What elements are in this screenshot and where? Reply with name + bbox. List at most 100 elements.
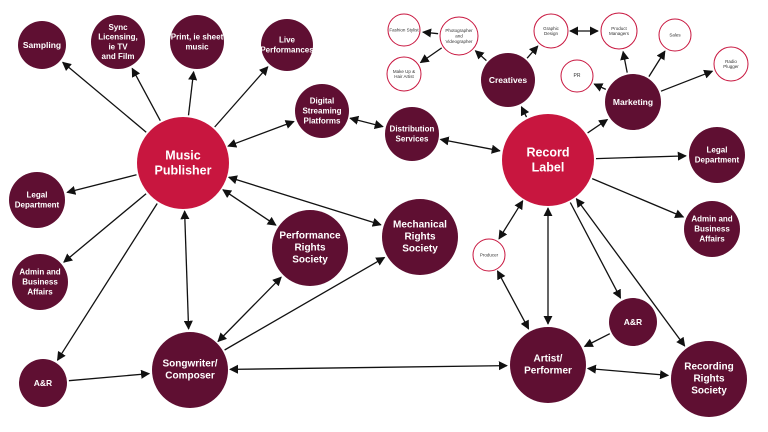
edge-label-ar-label [569,202,622,299]
node-pro-label: Rights [294,243,326,254]
node-legal-pub-label: Department [15,200,60,209]
node-recording-label: Rights [693,374,725,385]
node-sampling: Sampling [18,21,66,69]
node-ar-label-label: A&R [624,317,642,327]
node-fashion-circle [387,13,421,47]
node-dsp-label: Digital [310,97,334,106]
node-dsp-label: Platforms [304,116,341,125]
node-publisher-label: Music [165,148,200,162]
edge-publisher-live [214,66,269,128]
node-pro-label: Society [292,255,328,266]
node-sampling-label: Sampling [23,40,61,50]
node-recording-circle [671,341,747,417]
node-mechanical-circle [382,199,458,275]
node-ar-pub-circle [19,359,67,407]
edge-publisher-dsp [227,120,295,148]
node-product-circle [600,12,638,50]
edge-creatives-graphic [526,45,539,59]
edge-label-recording [575,197,686,347]
node-ar-pub: A&R [19,359,67,407]
node-live-label: Performances [260,45,314,54]
node-dsp-circle [295,84,349,138]
node-graphic-label: Design [544,31,559,36]
node-product-label: Managers [609,31,630,36]
node-ar-pub-label: A&R [34,378,52,388]
edge-producer-artist [496,270,530,330]
node-admin-label-label: Business [694,225,730,234]
node-distribution-label: Distribution [390,125,435,134]
node-print-circle [170,15,224,69]
node-legal-pub-circle [9,172,65,228]
node-print-label: Print, ie sheet [171,33,224,42]
node-sync-circle [91,15,145,69]
node-admin-label-label: Affairs [699,234,725,243]
node-legal-label-circle [689,127,745,183]
node-recording-label: Recording [684,361,733,372]
edge-photo-fashion [421,28,439,38]
edge-marketing-radio [660,69,714,92]
node-creatives-circle [481,53,535,107]
node-makeup-circle [386,56,422,92]
node-songwriter-label: Composer [165,371,215,382]
node-marketing-label: Marketing [613,97,653,107]
node-sync-label: Sync [108,23,128,32]
node-sampling-circle [18,21,66,69]
node-radio-label: Plugger [723,64,739,69]
edge-publisher-songwriter [180,210,193,330]
edge-songwriter-mechanical [224,256,386,351]
node-admin-pub-label: Affairs [27,287,53,296]
edge-publisher-ar-pub [56,203,158,361]
node-producer-circle [472,238,506,272]
edge-dsp-distribution [349,115,384,129]
node-pr: PR [560,59,594,93]
node-legal-label-label: Department [695,155,740,164]
node-legal-pub-label: Legal [27,191,48,200]
node-label-label: Record [526,145,569,159]
node-mechanical-label: Society [402,244,438,255]
node-mechanical-label: Rights [404,232,436,243]
edge-distribution-label [439,136,501,154]
node-radio-label: Radio [725,59,737,64]
node-recording-label: Society [691,386,727,397]
edge-ar-pub-songwriter [68,369,151,382]
node-producer: Producer [472,238,506,272]
edges-layer [56,26,714,382]
node-label-label: Label [532,161,565,175]
node-ar-label: A&R [609,298,657,346]
node-fashion: Fashion Stylist [387,13,421,47]
node-marketing: Marketing [605,74,661,130]
node-sales-label: Sales [669,33,681,38]
edge-label-producer [498,200,524,240]
edge-publisher-print [187,70,198,116]
node-admin-label-label: Admin and [691,215,732,224]
node-publisher-label: Publisher [155,164,212,178]
edge-publisher-admin-pub [63,193,147,263]
node-admin-pub-circle [12,254,68,310]
node-mechanical-label: Mechanical [393,219,447,230]
node-product-label: Product [611,26,627,31]
edge-publisher-sync [131,67,161,122]
node-print-label: music [185,42,209,51]
node-sales-circle [658,18,692,52]
node-distribution-circle [385,107,439,161]
node-creatives-label: Creatives [489,75,528,85]
edge-artist-recording [586,364,670,380]
edge-marketing-product [620,50,630,73]
node-pro-label: Performance [279,230,341,241]
node-publisher-circle [137,117,229,209]
edge-ar-label-artist [583,333,611,348]
node-songwriter-circle [152,332,228,408]
